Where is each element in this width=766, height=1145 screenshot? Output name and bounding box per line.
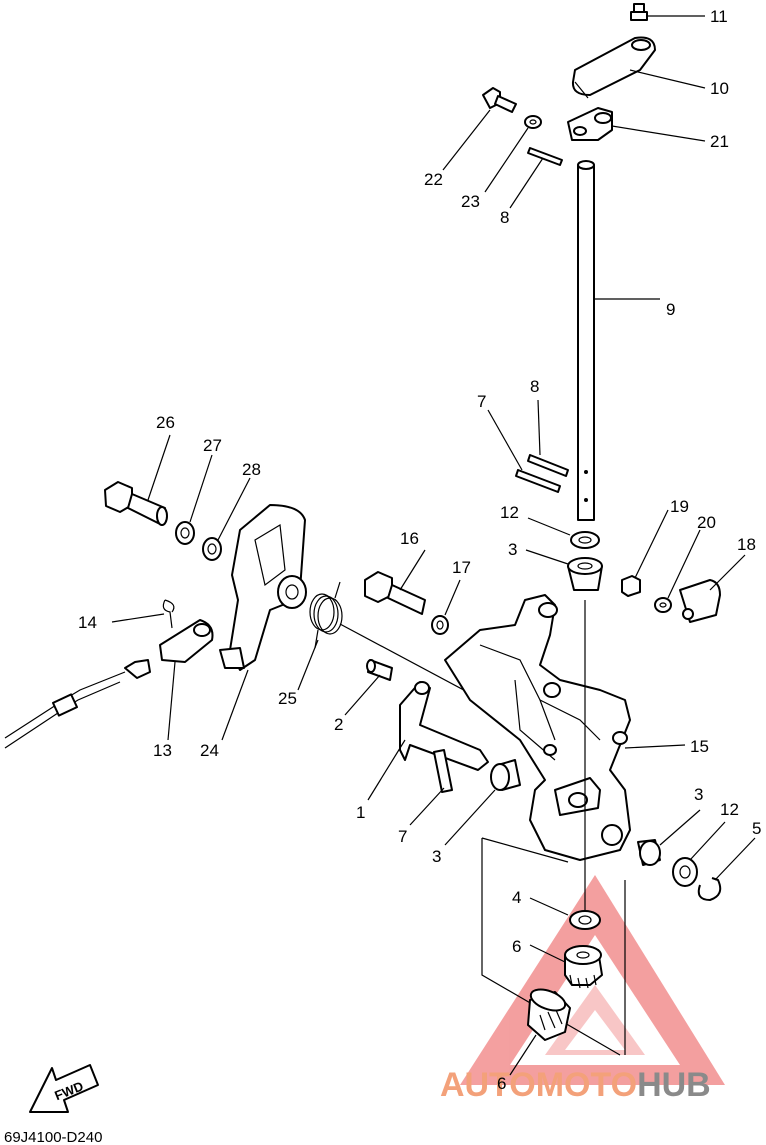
callout-6: 6 (512, 937, 521, 956)
callout-13: 13 (153, 741, 172, 760)
pin (527, 147, 563, 166)
gear-upper (564, 945, 603, 989)
callout-16: 16 (400, 529, 419, 548)
callout-20: 20 (697, 513, 716, 532)
watermark-text: AUTOMOTOHUB (440, 1066, 711, 1104)
watermark-prefix: AUTOMOTO (440, 1066, 637, 1104)
callout-14: 14 (78, 613, 97, 632)
grease-nipple (630, 3, 648, 21)
callout-7: 7 (477, 392, 486, 411)
bushing (570, 531, 600, 549)
callout-23: 23 (461, 192, 480, 211)
callout-2: 2 (334, 715, 343, 734)
callout-17: 17 (452, 558, 471, 577)
pin-7 (515, 469, 561, 493)
bush-collar (490, 759, 521, 791)
callout-3: 3 (432, 847, 441, 866)
exploded-frame (481, 837, 626, 1056)
callout-5: 5 (752, 819, 761, 838)
callout-21: 21 (710, 132, 729, 151)
diagram-code: 69J4100-D240 (4, 1129, 102, 1145)
callout-7: 7 (398, 827, 407, 846)
callout-15: 15 (690, 737, 709, 756)
washer-4 (569, 910, 601, 930)
roll-pin (433, 749, 453, 793)
callout-18: 18 (737, 535, 756, 554)
callout-24: 24 (200, 741, 219, 760)
callout-8: 8 (500, 208, 509, 227)
collar (567, 557, 603, 591)
watermark-suffix: HUB (637, 1066, 711, 1104)
callout-3: 3 (508, 540, 517, 559)
callout-8: 8 (530, 377, 539, 396)
shoulder-bolt (104, 481, 168, 526)
screw (621, 575, 641, 597)
callout-11: 11 (710, 7, 728, 26)
callout-1: 1 (356, 803, 365, 822)
gear-lower (527, 988, 571, 1041)
shift-rod (577, 160, 595, 521)
lever-clamp (567, 107, 613, 141)
bracket (444, 594, 631, 925)
callout-22: 22 (424, 170, 443, 189)
thrust-washer (672, 857, 698, 887)
spring-washer (431, 615, 449, 635)
pin-8 (527, 454, 569, 477)
long-bolt (364, 571, 426, 615)
callout-28: 28 (242, 460, 261, 479)
r-pin (162, 599, 175, 629)
callout-6: 6 (497, 1074, 506, 1093)
shift-lever (399, 681, 489, 771)
lock-washer (175, 521, 195, 545)
callout-12: 12 (720, 800, 739, 819)
callout-27: 27 (203, 436, 222, 455)
cable-joint (159, 619, 214, 663)
callout-12: 12 (500, 503, 519, 522)
washer (524, 115, 542, 129)
link-arm (571, 36, 656, 99)
callout-4: 4 (512, 888, 521, 907)
fwd-arrow-icon: FWD (29, 1064, 99, 1113)
dowel-pin (366, 659, 393, 681)
callout-3: 3 (694, 785, 703, 804)
cable-clip (679, 579, 721, 623)
callout-19: 19 (670, 497, 689, 516)
throttle-cable (4, 659, 151, 749)
callout-25: 25 (278, 689, 297, 708)
callout-9: 9 (666, 300, 675, 319)
callout-10: 10 (710, 79, 729, 98)
bolt (482, 87, 517, 113)
callout-26: 26 (156, 413, 175, 432)
circlip (697, 877, 722, 901)
flat-washer (202, 537, 222, 561)
plain-washer (654, 597, 672, 613)
throttle-cam (219, 504, 307, 671)
collar-right (637, 839, 661, 866)
